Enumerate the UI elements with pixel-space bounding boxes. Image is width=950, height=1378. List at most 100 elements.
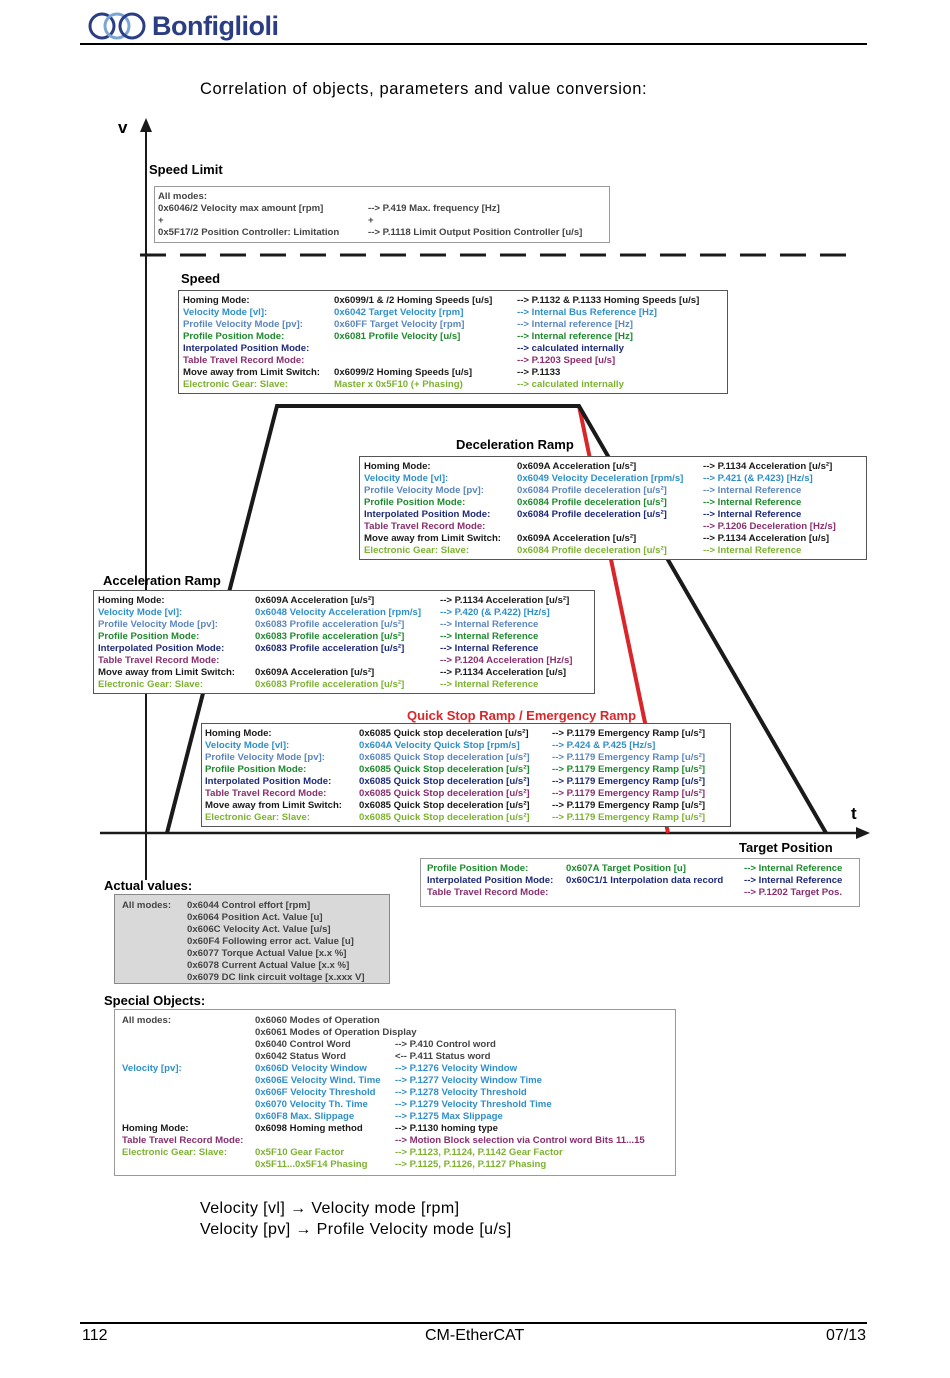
acceleration-cell: 0x6083 Profile acceleration [u/s²] xyxy=(255,643,405,654)
target-cell: Table Travel Record Mode: xyxy=(427,887,549,898)
quickstop-cell: Interpolated Position Mode: xyxy=(205,776,332,787)
special-cell: 0x606E Velocity Wind. Time xyxy=(255,1075,381,1086)
acceleration-cell: 0x6083 Profile acceleration [u/s²] xyxy=(255,679,405,690)
deceleration-cell: 0x6084 Profile deceleration [u/s²] xyxy=(517,497,667,508)
quickstop-cell: Table Travel Record Mode: xyxy=(205,788,327,799)
quickstop-cell: 0x6085 Quick Stop deceleration [u/s²] xyxy=(359,752,530,763)
speed-cell: Velocity Mode [vl]: xyxy=(183,307,268,318)
deceleration-cell: --> P.1134 Acceleration [u/s] xyxy=(703,533,830,544)
speed-cell: Profile Position Mode: xyxy=(183,331,285,342)
deceleration-cell: --> P.421 (& P.423) [Hz/s] xyxy=(703,473,813,484)
speed-cell: --> Internal reference [Hz] xyxy=(517,319,633,330)
t-axis-label: t xyxy=(851,804,857,823)
quickstop-cell: --> P.1179 Emergency Ramp [u/s²] xyxy=(552,800,706,811)
quickstop-cell: Profile Velocity Mode [pv]: xyxy=(205,752,325,763)
special-cell: --> P.1275 Max Slippage xyxy=(395,1111,503,1122)
v-axis-arrow xyxy=(140,118,152,132)
actual-values-box: All modes:0x6044 Control effort [rpm]0x6… xyxy=(114,894,390,984)
note-velocity-pv: Velocity [pv] → Profile Velocity mode [u… xyxy=(200,1221,512,1238)
speed-cell: 0x6099/1 & /2 Homing Speeds [u/s] xyxy=(334,295,493,306)
speed-cell: 0x60FF Target Velocity [rpm] xyxy=(334,319,465,330)
acceleration-cell: Electronic Gear: Slave: xyxy=(98,679,204,690)
deceleration-cell: --> P.1134 Acceleration [u/s²] xyxy=(703,461,833,472)
special-cell: <-- P.411 Status word xyxy=(395,1051,491,1062)
special-cell: --> P.1130 homing type xyxy=(395,1123,498,1134)
quickstop-cell: --> P.1179 Emergency Ramp [u/s²] xyxy=(552,728,706,739)
special-cell: 0x6098 Homing method xyxy=(255,1123,363,1134)
footer-date: 07/13 xyxy=(825,1327,866,1344)
acceleration-cell: Profile Velocity Mode [pv]: xyxy=(98,619,218,630)
target-box: Profile Position Mode:0x607A Target Posi… xyxy=(420,858,860,907)
special-title: Special Objects: xyxy=(104,993,206,1008)
speed-box: Homing Mode: 0x6099/1 & /2 Homing Speeds … xyxy=(178,290,728,394)
speed_limit-cell: 0x6046/2 Velocity max amount [rpm] xyxy=(158,203,324,214)
special-cell: --> P.410 Control word xyxy=(395,1039,496,1050)
header-rule xyxy=(80,43,867,45)
acceleration-cell: --> P.1134 Acceleration [u/s²] xyxy=(440,595,570,606)
speed_limit-cell: + xyxy=(368,215,374,226)
speed-title: Speed xyxy=(181,271,221,286)
quickstop-cell: Profile Position Mode: xyxy=(205,764,307,775)
target-cell: Profile Position Mode: xyxy=(427,863,529,874)
deceleration-cell: Table Travel Record Mode: xyxy=(364,521,486,532)
quickstop-cell: Velocity Mode [vl]: xyxy=(205,740,290,751)
speed-cell: Interpolated Position Mode: xyxy=(183,343,310,354)
deceleration-cell: --> Internal Reference xyxy=(703,497,802,508)
quickstop-cell: 0x6085 Quick Stop deceleration [u/s²] xyxy=(359,788,530,799)
deceleration-cell: Velocity Mode [vl]: xyxy=(364,473,449,484)
speed-cell: Homing Mode: xyxy=(183,295,250,306)
target-cell: 0x60C1/1 Interpolation data record xyxy=(566,875,724,886)
actual-item: 0x60F4 Following error act. Value [u] xyxy=(187,936,354,947)
speed-cell: --> P.1133 xyxy=(517,367,561,378)
acceleration-cell: Table Travel Record Mode: xyxy=(98,655,220,666)
quickstop-cell: Homing Mode: xyxy=(205,728,272,739)
speed_limit-cell: --> P.1118 Limit Output Position Control… xyxy=(368,227,583,238)
quickstop-cell: --> P.1179 Emergency Ramp [u/s²] xyxy=(552,764,706,775)
speed_limit-cell: --> P.419 Max. frequency [Hz] xyxy=(368,203,500,214)
special-cell: 0x6070 Velocity Th. Time xyxy=(255,1099,368,1110)
acceleration-cell: --> Internal Reference xyxy=(440,631,539,642)
quickstop-cell: --> P.424 & P.425 [Hz/s] xyxy=(552,740,656,751)
deceleration-cell: Profile Position Mode: xyxy=(364,497,466,508)
speed-cell: --> calculated internally xyxy=(517,343,624,354)
deceleration-cell: Profile Velocity Mode [pv]: xyxy=(364,485,484,496)
speed-cell: --> Internal Bus Reference [Hz] xyxy=(517,307,657,318)
acceleration-cell: 0x6048 Velocity Acceleration [rpm/s] xyxy=(255,607,422,618)
quickstop-cell: 0x6085 Quick Stop deceleration [u/s²] xyxy=(359,776,530,787)
deceleration-cell: 0x6084 Profile deceleration [u/s²] xyxy=(517,509,667,520)
special-cell: 0x606F Velocity Threshold xyxy=(255,1087,376,1098)
speed-limit-title: Speed Limit xyxy=(149,162,223,177)
footer-rule xyxy=(80,1322,867,1324)
speed_limit-cell: All modes: xyxy=(158,191,208,202)
acceleration-cell: Interpolated Position Mode: xyxy=(98,643,225,654)
quickstop-cell: 0x604A Velocity Quick Stop [rpm/s] xyxy=(359,740,520,751)
speed-cell: Move away from Limit Switch: xyxy=(183,367,321,378)
special-cell: --> P.1278 Velocity Threshold xyxy=(395,1087,527,1098)
deceleration-cell: --> Internal Reference xyxy=(703,485,802,496)
target-cell: --> P.1202 Target Pos. xyxy=(744,887,843,898)
logo-icon xyxy=(88,12,146,40)
acceleration-cell: Velocity Mode [vl]: xyxy=(98,607,183,618)
actual-item: 0x6064 Position Act. Value [u] xyxy=(187,912,323,923)
brand-logo: Bonfiglioli xyxy=(88,8,279,44)
deceleration-title: Deceleration Ramp xyxy=(456,437,574,452)
actual-title: Actual values: xyxy=(104,878,193,893)
quickstop-box: Homing Mode: 0x6085 Quick stop decelerati… xyxy=(201,723,731,827)
deceleration-cell: 0x609A Acceleration [u/s²] xyxy=(517,461,637,472)
deceleration-cell: --> Internal Reference xyxy=(703,509,802,520)
quickstop-cell: 0x6085 Quick stop deceleration [u/s²] xyxy=(359,728,529,739)
actual-item: 0x6078 Current Actual Value [x.x %] xyxy=(187,960,350,971)
speed-cell: 0x6081 Profile Velocity [u/s] xyxy=(334,331,461,342)
special-cell: Velocity [pv]: xyxy=(122,1063,182,1074)
deceleration-cell: 0x609A Acceleration [u/s²] xyxy=(517,533,637,544)
acceleration-cell: 0x609A Acceleration [u/s²] xyxy=(255,595,375,606)
deceleration-cell: 0x6084 Profile deceleration [u/s²] xyxy=(517,485,667,496)
v-axis-label: v xyxy=(118,118,128,137)
special-cell: 0x606D Velocity Window xyxy=(255,1063,367,1074)
speed-cell: --> P.1132 & P.1133 Homing Speeds [u/s] xyxy=(517,295,700,306)
quickstop-cell: --> P.1179 Emergency Ramp [u/s²] xyxy=(552,776,706,787)
special-cell: 0x5F11...0x5F14 Phasing xyxy=(255,1159,368,1170)
special-cell: --> P.1123, P.1124, P.1142 Gear Factor xyxy=(395,1147,563,1158)
speed_limit-cell: + xyxy=(158,215,164,226)
footer-document: CM-EtherCAT xyxy=(425,1327,525,1344)
